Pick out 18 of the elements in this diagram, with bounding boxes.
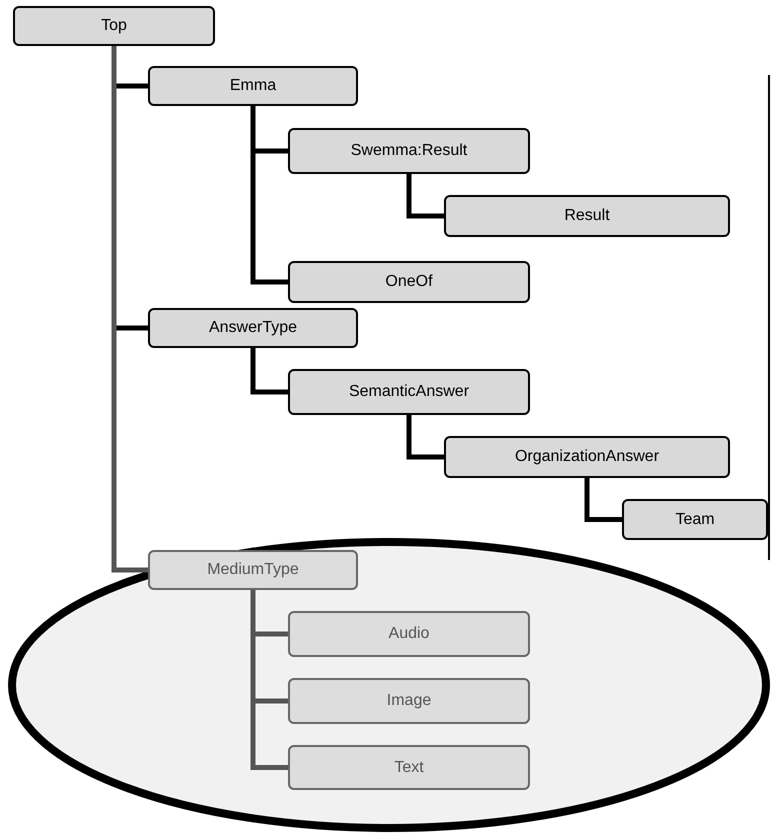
tree-node-box: Top	[13, 6, 215, 46]
tree-node-box: SemanticAnswer	[288, 369, 530, 415]
tree-node-box: Audio	[288, 611, 530, 657]
tree-connector	[250, 348, 288, 394]
tree-node-box: Emma	[148, 66, 358, 106]
tree-node-box: OneOf	[288, 261, 530, 303]
tree-node-box: MediumType	[148, 550, 358, 590]
tree-connector	[584, 478, 622, 522]
tree-connector	[112, 46, 148, 572]
tree-connector	[406, 415, 444, 460]
tree-node-box: Team	[622, 499, 768, 540]
tree-node-box: Text	[288, 745, 530, 790]
tree-node-box: Swemma:Result	[288, 128, 530, 174]
tree-node-box: OrganizationAnswer	[444, 436, 730, 478]
tree-node-box: Result	[444, 195, 730, 237]
tree-node-box: Image	[288, 678, 530, 724]
tree-connector	[406, 174, 444, 218]
tree-node-box: AnswerType	[148, 308, 358, 348]
